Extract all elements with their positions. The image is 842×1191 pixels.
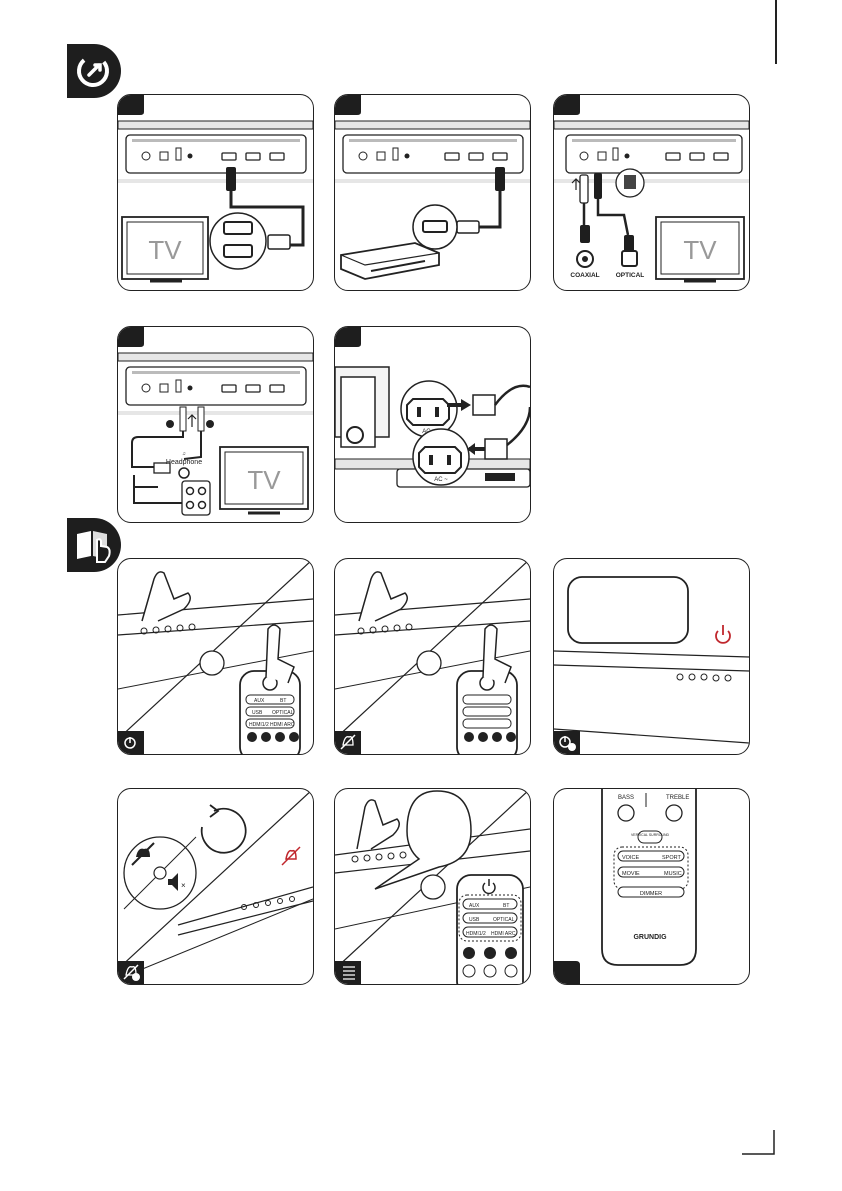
optical-button-label: OPTICAL: [493, 917, 515, 923]
tv-label: TV: [247, 465, 281, 495]
bass-label: BASS: [618, 795, 634, 801]
panel-standby: [553, 558, 750, 755]
svg-text:♫: ♫: [182, 451, 186, 457]
page-edge-tab: [775, 0, 777, 64]
optical-label: OPTICAL: [616, 272, 645, 279]
panel-remote-modes: BASS TREBLE VERTICAL SURROUND VOICE SPOR…: [553, 788, 750, 985]
hdmi12-label: HDMI1/2: [249, 722, 269, 728]
tv-label: TV: [683, 235, 717, 265]
page-corner-mark: [738, 1128, 778, 1158]
panel-aux-headphone: ♫ Headphone TV: [117, 326, 314, 523]
sport-label: SPORT: [662, 855, 681, 861]
usb-label: USB: [252, 710, 263, 716]
hdmi-arc-label: HDMI ARC: [491, 931, 516, 937]
headphone-label: Headphone: [166, 459, 202, 466]
svg-text:×: ×: [181, 881, 186, 890]
treble-label: TREBLE: [666, 795, 689, 801]
panel-hdmi-player: [334, 94, 531, 291]
coaxial-label: COAXIAL: [570, 272, 599, 279]
music-label: MUSIC: [664, 871, 682, 877]
panel-mute-toggle: ×: [117, 788, 314, 985]
movie-label: MOVIE: [622, 871, 640, 877]
connect-section-icon: [67, 44, 121, 98]
vertical-surround-label: VERTICAL SURROUND: [631, 833, 670, 837]
tv-label: TV: [148, 235, 182, 265]
dimmer-label: DIMMER: [640, 891, 662, 897]
panel-power-on: AUX BT USB OPTICAL HDMI1/2 HDMI ARC: [117, 558, 314, 755]
book-hand-icon: [67, 518, 121, 572]
brand-logo: GRUNDIG: [633, 934, 667, 941]
ac-label: AC ~: [434, 477, 448, 483]
panel-ac-power: AC ~ AC ~: [334, 326, 531, 523]
panel-hdmi-arc-tv: TV: [117, 94, 314, 291]
panel-mute: [334, 558, 531, 755]
hdmi12-label: HDMI1/2: [466, 931, 486, 937]
panel-coaxial-optical: COAXIAL OPTICAL TV: [553, 94, 750, 291]
hdmi-arc-label: HDMI ARC: [270, 722, 295, 728]
voice-label: VOICE: [622, 855, 639, 861]
bt-label: BT: [503, 903, 509, 909]
bt-label: BT: [280, 698, 286, 704]
optical-button-label: OPTICAL: [272, 710, 294, 716]
rotate-arrow-icon: [202, 809, 246, 853]
usb-label: USB: [469, 917, 480, 923]
panel-source-select: AUX BT USB OPTICAL HDMI1/2 HDMI ARC: [334, 788, 531, 985]
aux-label: AUX: [469, 903, 480, 909]
aux-label: AUX: [254, 698, 265, 704]
